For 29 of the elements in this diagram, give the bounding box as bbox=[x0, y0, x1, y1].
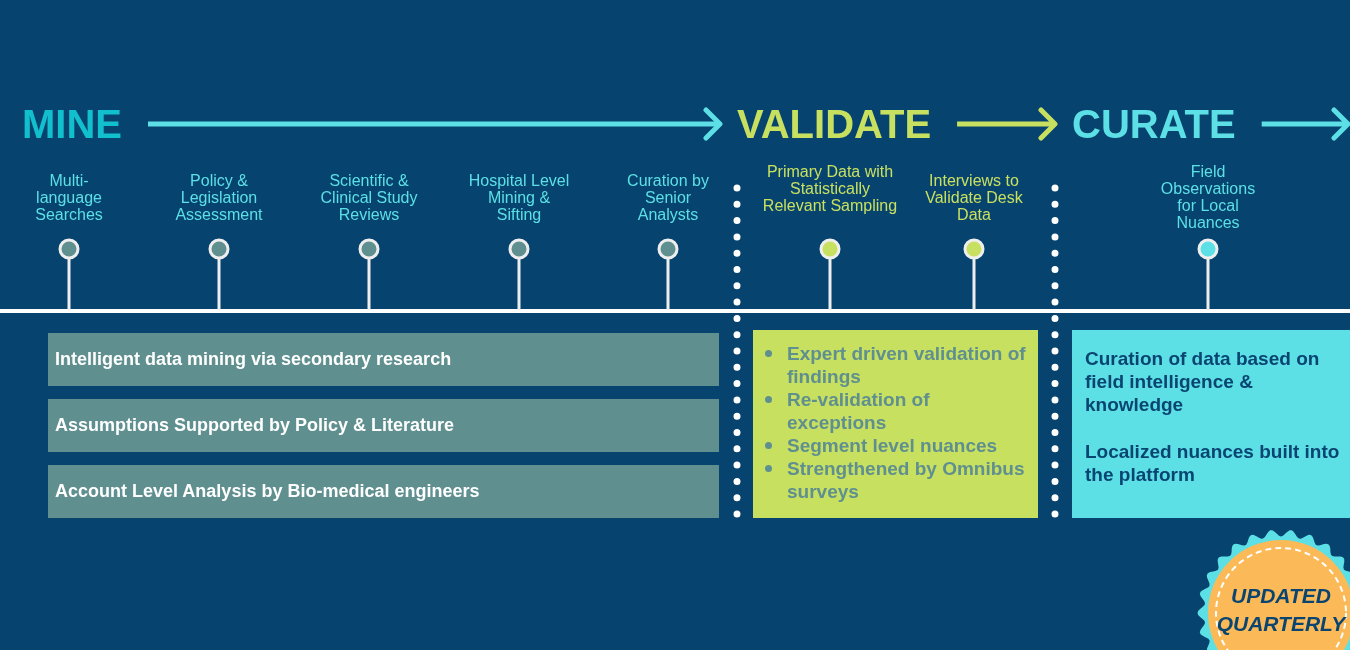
bullet-item: Re-validation of exceptions bbox=[787, 389, 930, 433]
description-box bbox=[48, 333, 719, 386]
phase-heading: CURATE bbox=[1072, 102, 1236, 146]
milestone-label: Scientific & Clinical Study Reviews bbox=[319, 172, 419, 223]
phase-heading: MINE bbox=[22, 102, 122, 146]
description-text: Curation of data based on field intelligence & knowledge bbox=[1085, 347, 1321, 416]
milestone-label: Hospital Level Mining & Sifting bbox=[467, 172, 571, 223]
milestone-label: Field Observations for Local Nuances bbox=[1159, 163, 1257, 231]
bullet-item: Segment level nuances bbox=[787, 435, 998, 456]
description-box bbox=[48, 465, 719, 518]
description-text: Localized nuances built into the platform bbox=[1085, 440, 1340, 486]
description-text: Account Level Analysis by Bio-medical engineers bbox=[55, 481, 480, 502]
milestone-label: Multi-language Searches bbox=[34, 172, 104, 223]
milestone-label: Curation by Senior Analysts bbox=[626, 172, 710, 223]
milestone-label: Policy & Legislation Assessment bbox=[174, 172, 264, 223]
milestone-label: Primary Data with Statistically Relevant Sampling bbox=[761, 163, 899, 214]
description-text: Intelligent data mining via secondary research bbox=[55, 349, 452, 370]
description-box bbox=[1072, 330, 1350, 518]
description-box bbox=[753, 330, 1038, 518]
arrow bbox=[1261, 107, 1350, 141]
bullet-item: Expert driven validation of findings bbox=[787, 343, 1026, 387]
badge-text: UPDATED QUARTERLY bbox=[1215, 583, 1348, 637]
description-text: Assumptions Supported by Policy & Literature bbox=[55, 415, 455, 436]
description-box bbox=[48, 399, 719, 452]
bullet-item: Strengthened by Omnibus surveys bbox=[787, 458, 1025, 502]
arrow bbox=[957, 107, 1058, 141]
arrow bbox=[148, 107, 723, 141]
phase-heading: VALIDATE bbox=[737, 102, 932, 146]
milestone-label: Interviews to Validate Desk Data bbox=[924, 172, 1024, 223]
